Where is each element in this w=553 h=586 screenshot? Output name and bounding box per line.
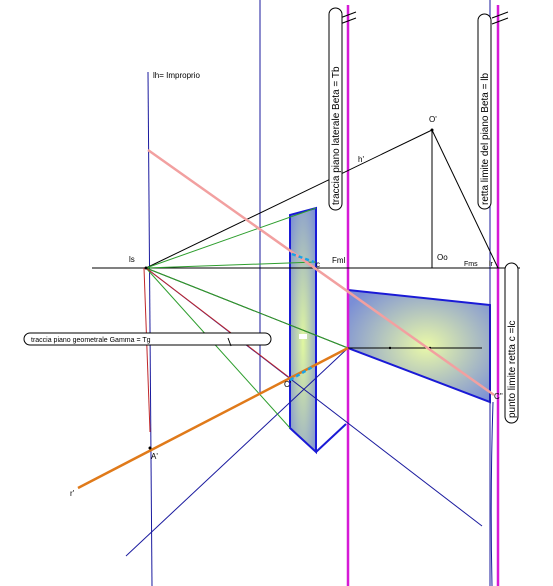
red-ray [145,267,291,379]
caption-lateral-plane-text: traccia piano laterale Beta = Tb [331,66,342,205]
o-diagonal [431,129,499,269]
label-fms: Fms [464,261,478,268]
break-marker-right [491,11,509,25]
point-a [148,446,152,450]
dashed-segment-top [291,252,315,264]
label-oo: Oo [437,253,448,262]
lower-arc [490,401,494,586]
label-improper-line: lh= Improprio [153,71,200,80]
panel-highlight [299,334,307,339]
pink-line [147,148,495,397]
red-vertical [143,267,151,433]
label-c: c [316,260,320,269]
tg-arrow-mark [227,337,232,347]
caption-geometric-plane-trace: traccia piano geometrale Gamma = Tg [23,332,272,346]
caption-limit-line-plane: retta limite del piano Beta = lb [477,13,492,210]
break-marker-left [339,11,357,25]
panel-foot-line [315,423,347,453]
long-diagonal [125,347,349,557]
point-o [430,128,434,132]
green-ray-2 [145,261,317,269]
label-fml: Fml [332,256,346,265]
label-c-prime: C' [284,380,292,389]
caption-limit-point: punto limite retta c =lc [504,262,519,424]
label-r-prime: r' [70,489,75,498]
caption-geometric-plane-text: traccia piano geometrale Gamma = Tg [31,337,151,344]
dashed-segment-bottom [289,364,315,382]
caption-limit-point-text: punto limite retta c =lc [507,320,518,418]
caption-lateral-plane-trace: traccia piano laterale Beta = Tb [328,7,343,211]
h-line [145,129,433,269]
green-ray-3 [145,267,349,349]
caption-limit-line-text: retta limite del piano Beta = lb [480,73,491,205]
green-ray-4 [145,267,291,429]
label-a-prime: A' [151,452,158,461]
label-h-prime: h' [358,155,364,164]
vertical-line-left [147,71,153,586]
green-ray-1 [145,207,317,269]
label-o-prime: O' [429,115,437,124]
label-ls: ls [129,255,135,264]
point-ls [144,266,148,270]
label-lr: lr [489,261,494,268]
label-c-double: C'' [494,392,503,401]
